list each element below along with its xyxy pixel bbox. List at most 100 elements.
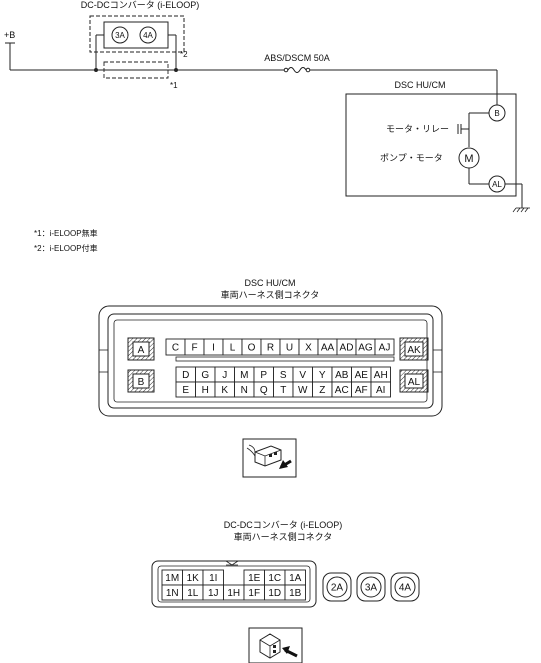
dsc-pin-af-label: AF: [355, 385, 368, 396]
dsc-pin-ai: AI: [370, 381, 391, 398]
dcdc-pin-1c: 1C: [264, 569, 286, 586]
dsc-pin-r: R: [260, 338, 281, 356]
dsc-pin-ac-label: AC: [335, 385, 349, 396]
dcdc-connector-title: DC-DCコンバータ (i-ELOOP): [224, 520, 343, 530]
dcdc-pin-1j-label: 1J: [208, 588, 219, 599]
dsc-pin-ad: AD: [336, 338, 357, 356]
dsc-pin-af: AF: [351, 381, 372, 398]
dcdc-round-pin-label: 2A: [331, 583, 344, 594]
pump-label: ポンプ・モータ: [380, 153, 443, 163]
dcdc-pin-1k: 1K: [182, 569, 204, 586]
dsc-pin-e-label: E: [182, 385, 189, 396]
dsc-pin-t: T: [273, 381, 294, 398]
svg-text:A: A: [138, 345, 145, 356]
dsc-key-bar: [175, 356, 395, 362]
dsc-pin-g: G: [195, 366, 216, 383]
dcdc-round-pin-label: 3A: [365, 583, 378, 594]
dcdc-pin-1m-label: 1M: [165, 573, 179, 584]
dsc-pin-b: B: [494, 109, 499, 118]
dcdc-round-pin-4a: 4A: [390, 572, 420, 602]
dcdc-pin-1h: 1H: [223, 584, 245, 601]
dsc-pin-h-label: H: [202, 385, 209, 396]
dsc-pin-ah: AH: [370, 366, 391, 383]
dsc-pin-ag: AG: [355, 338, 376, 356]
dcdc-pin-3a-circle: [111, 26, 129, 44]
fuse-terminal: [305, 67, 311, 73]
dsc-pin-big-ak: AK: [399, 337, 429, 361]
dsc-pin-k: K: [214, 381, 235, 398]
dsc-pin-e: E: [175, 381, 196, 398]
dsc-pin-o: O: [241, 338, 262, 356]
fuse-label: ABS/DSCM 50A: [264, 53, 330, 63]
star1-label: *1: [170, 81, 178, 90]
dsc-pin-ah-label: AH: [374, 370, 388, 381]
note-1: *1：i-ELOOP無車: [34, 228, 98, 238]
dcdc-round-pin-2a: 2A: [322, 572, 352, 602]
dsc-pin-j-label: J: [222, 370, 227, 381]
dsc-pin-m: M: [234, 366, 255, 383]
dcdc-pin-1i-label: 1I: [209, 573, 217, 584]
dsc-pin-s-label: S: [280, 370, 287, 381]
dcdc-pin-1e-label: 1E: [248, 573, 261, 584]
dsc-pin-t-label: T: [280, 385, 286, 396]
dsc-pin-v-label: V: [299, 370, 306, 381]
dsc-pin-z-label: Z: [319, 385, 325, 396]
dsc-pin-d-label: D: [182, 370, 189, 381]
dcdc-pin-3a: 3A: [115, 31, 125, 40]
dcdc-pin-1l-label: 1L: [187, 588, 199, 599]
dsc-pin-f-label: F: [191, 343, 197, 354]
dsc-pin-k-label: K: [221, 385, 228, 396]
dcdc-pin-1k-label: 1K: [187, 573, 200, 584]
dsc-pin-ag-label: AG: [358, 343, 373, 354]
dcdc-pin-1h-label: 1H: [227, 588, 240, 599]
dcdc-pin-1n-label: 1N: [166, 588, 179, 599]
dsc-pin-big-b: B: [127, 369, 155, 393]
plus-b-label: +B: [4, 30, 15, 40]
dcdc-pin-4a: 4A: [143, 31, 153, 40]
dcdc-title: DC-DCコンバータ (i-ELOOP): [81, 0, 200, 10]
dcdc-pin-1f: 1F: [243, 584, 265, 601]
dsc-pin-ab: AB: [331, 366, 352, 383]
dsc-pin-ad-label: AD: [340, 343, 354, 354]
dsc-pin-r-label: R: [267, 343, 274, 354]
dcdc-pin-1c-label: 1C: [268, 573, 281, 584]
dsc-pin-ai-label: AI: [376, 385, 385, 396]
motor-symbol: M: [464, 153, 473, 165]
dsc-pin-c-label: C: [172, 343, 179, 354]
dsc-pin-s: S: [273, 366, 294, 383]
dcdc-pin-1e: 1E: [243, 569, 265, 586]
dcdc-pin-1m: 1M: [161, 569, 183, 586]
dcdc-connector-inner: [157, 565, 311, 603]
dsc-pin-g-label: G: [201, 370, 209, 381]
dsc-pin-u: U: [279, 338, 300, 356]
dsc-pin-v: V: [292, 366, 313, 383]
dsc-pin-ac: AC: [331, 381, 352, 398]
dcdc-round-pins: 2A 3A 4A: [322, 572, 420, 602]
dsc-pin-aj-label: AJ: [379, 343, 391, 354]
dsc-pin-i: I: [203, 338, 224, 356]
star2-label: *2: [180, 50, 188, 59]
dsc-pin-m-label: M: [240, 370, 248, 381]
dsc-pin-x: X: [298, 338, 319, 356]
dsc-pin-aj: AJ: [374, 338, 395, 356]
dcdc-view-direction-icon: [248, 627, 303, 663]
dcdc-connector-subtitle: 車両ハーネス側コネクタ: [234, 531, 333, 542]
dsc-pin-p-label: P: [260, 370, 267, 381]
junction-dot: [94, 68, 98, 72]
dsc-pin-j: J: [214, 366, 235, 383]
dsc-pin-l-label: L: [230, 343, 236, 354]
dsc-pin-n-label: N: [241, 385, 248, 396]
dcdc-pin-1n: 1N: [161, 584, 183, 601]
dsc-pin-z: Z: [312, 381, 333, 398]
dcdc-pin-1i: 1I: [202, 569, 224, 586]
dsc-pin-ae-label: AE: [355, 370, 369, 381]
svg-text:B: B: [138, 377, 145, 388]
dsc-connector-subtitle: 車両ハーネス側コネクタ: [221, 289, 320, 300]
dcdc-pin-1a-label: 1A: [289, 573, 302, 584]
dsc-pin-i-label: I: [212, 343, 215, 354]
dsc-pin-aa: AA: [317, 338, 338, 356]
